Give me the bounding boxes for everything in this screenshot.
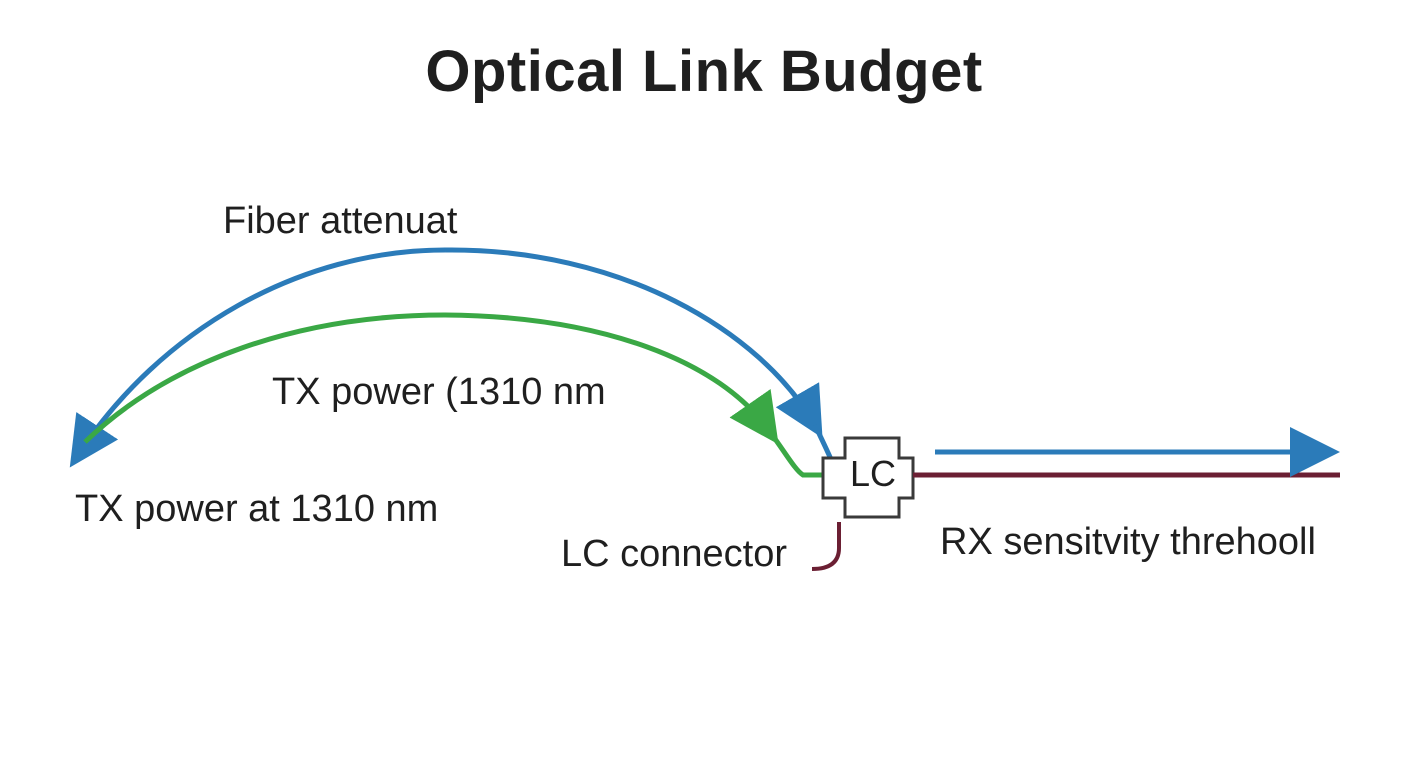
diagram-title: Optical Link Budget	[425, 39, 983, 104]
lc-connector-box	[821, 436, 915, 519]
tx-power-bottom-label: TX power at 1310 nm	[75, 488, 439, 530]
blue-arc-left-arrow	[69, 247, 446, 468]
fiber-attenuation-label: Fiber attenuat	[223, 200, 458, 242]
tx-power-mid-label: TX power (1310 nm	[272, 371, 606, 413]
lc-connector-label: LC connector	[561, 533, 788, 575]
green-arc-right-arrow	[444, 312, 779, 445]
rx-sensitivity-label: RX sensitvity threhooll	[940, 521, 1316, 563]
green-connector-lead	[767, 430, 832, 478]
lc-box-label: LC	[849, 453, 897, 494]
maroon-label-lead	[811, 522, 841, 571]
blue-arc-right-arrow	[444, 247, 823, 438]
green-arc-left	[83, 312, 446, 444]
